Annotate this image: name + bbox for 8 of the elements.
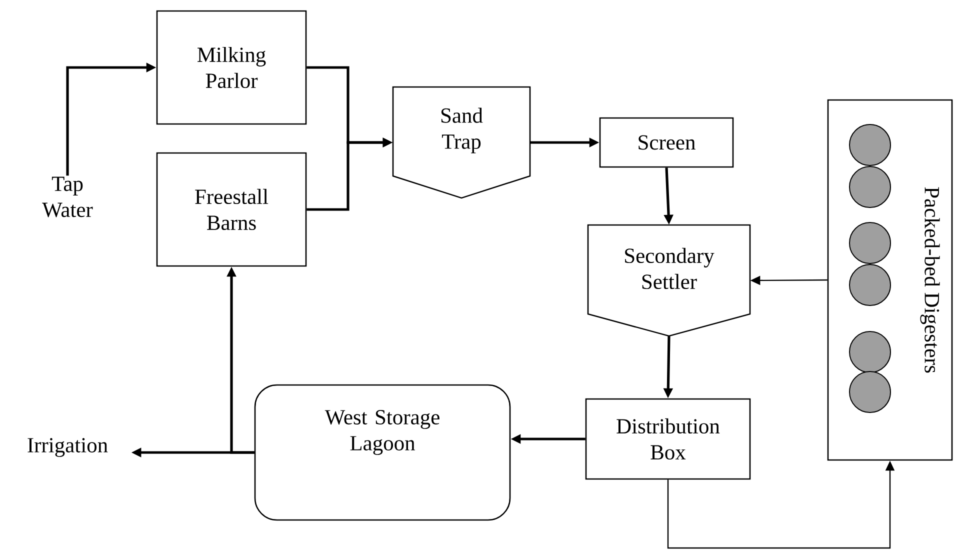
process-box: Screen [599, 117, 734, 168]
process-box: Freestall Barns [156, 152, 307, 267]
digester-box: Packed-bed Digesters [827, 99, 953, 461]
lagoon-box: West Storage Lagoon [254, 384, 511, 521]
process-box: Distribution Box [585, 398, 751, 480]
tap-water-label: Tap Water [42, 176, 93, 218]
irrigation-label: Irrigation [28, 438, 108, 457]
process-box: Milking Parlor [156, 10, 307, 125]
